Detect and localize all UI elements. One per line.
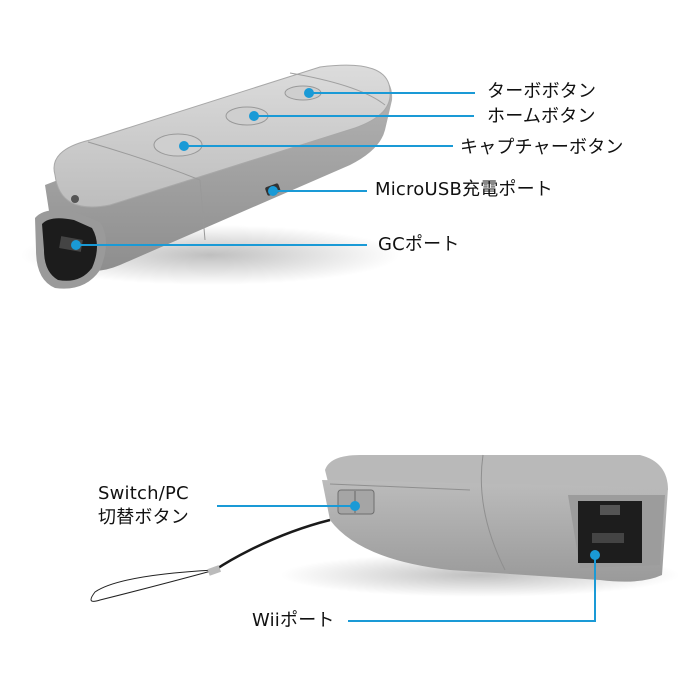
- wrist-strap: [214, 518, 331, 572]
- label-switch-pc-line2: 切替ボタン: [98, 507, 189, 528]
- label-wii-port: Wiiポート: [252, 610, 335, 631]
- label-switch-pc-button: Switch/PC 切替ボタン: [98, 482, 189, 530]
- label-switch-pc-line1: Switch/PC: [98, 483, 189, 504]
- label-microusb-port: MicroUSB充電ポート: [375, 179, 553, 200]
- label-gc-port: GCポート: [378, 234, 460, 255]
- label-turbo-button: ターボボタン: [487, 81, 597, 102]
- label-home-button: ホームボタン: [487, 106, 596, 127]
- label-capture-button: キャプチャーボタン: [460, 137, 624, 158]
- callout-lines: [71, 88, 600, 622]
- top-device: [20, 64, 400, 289]
